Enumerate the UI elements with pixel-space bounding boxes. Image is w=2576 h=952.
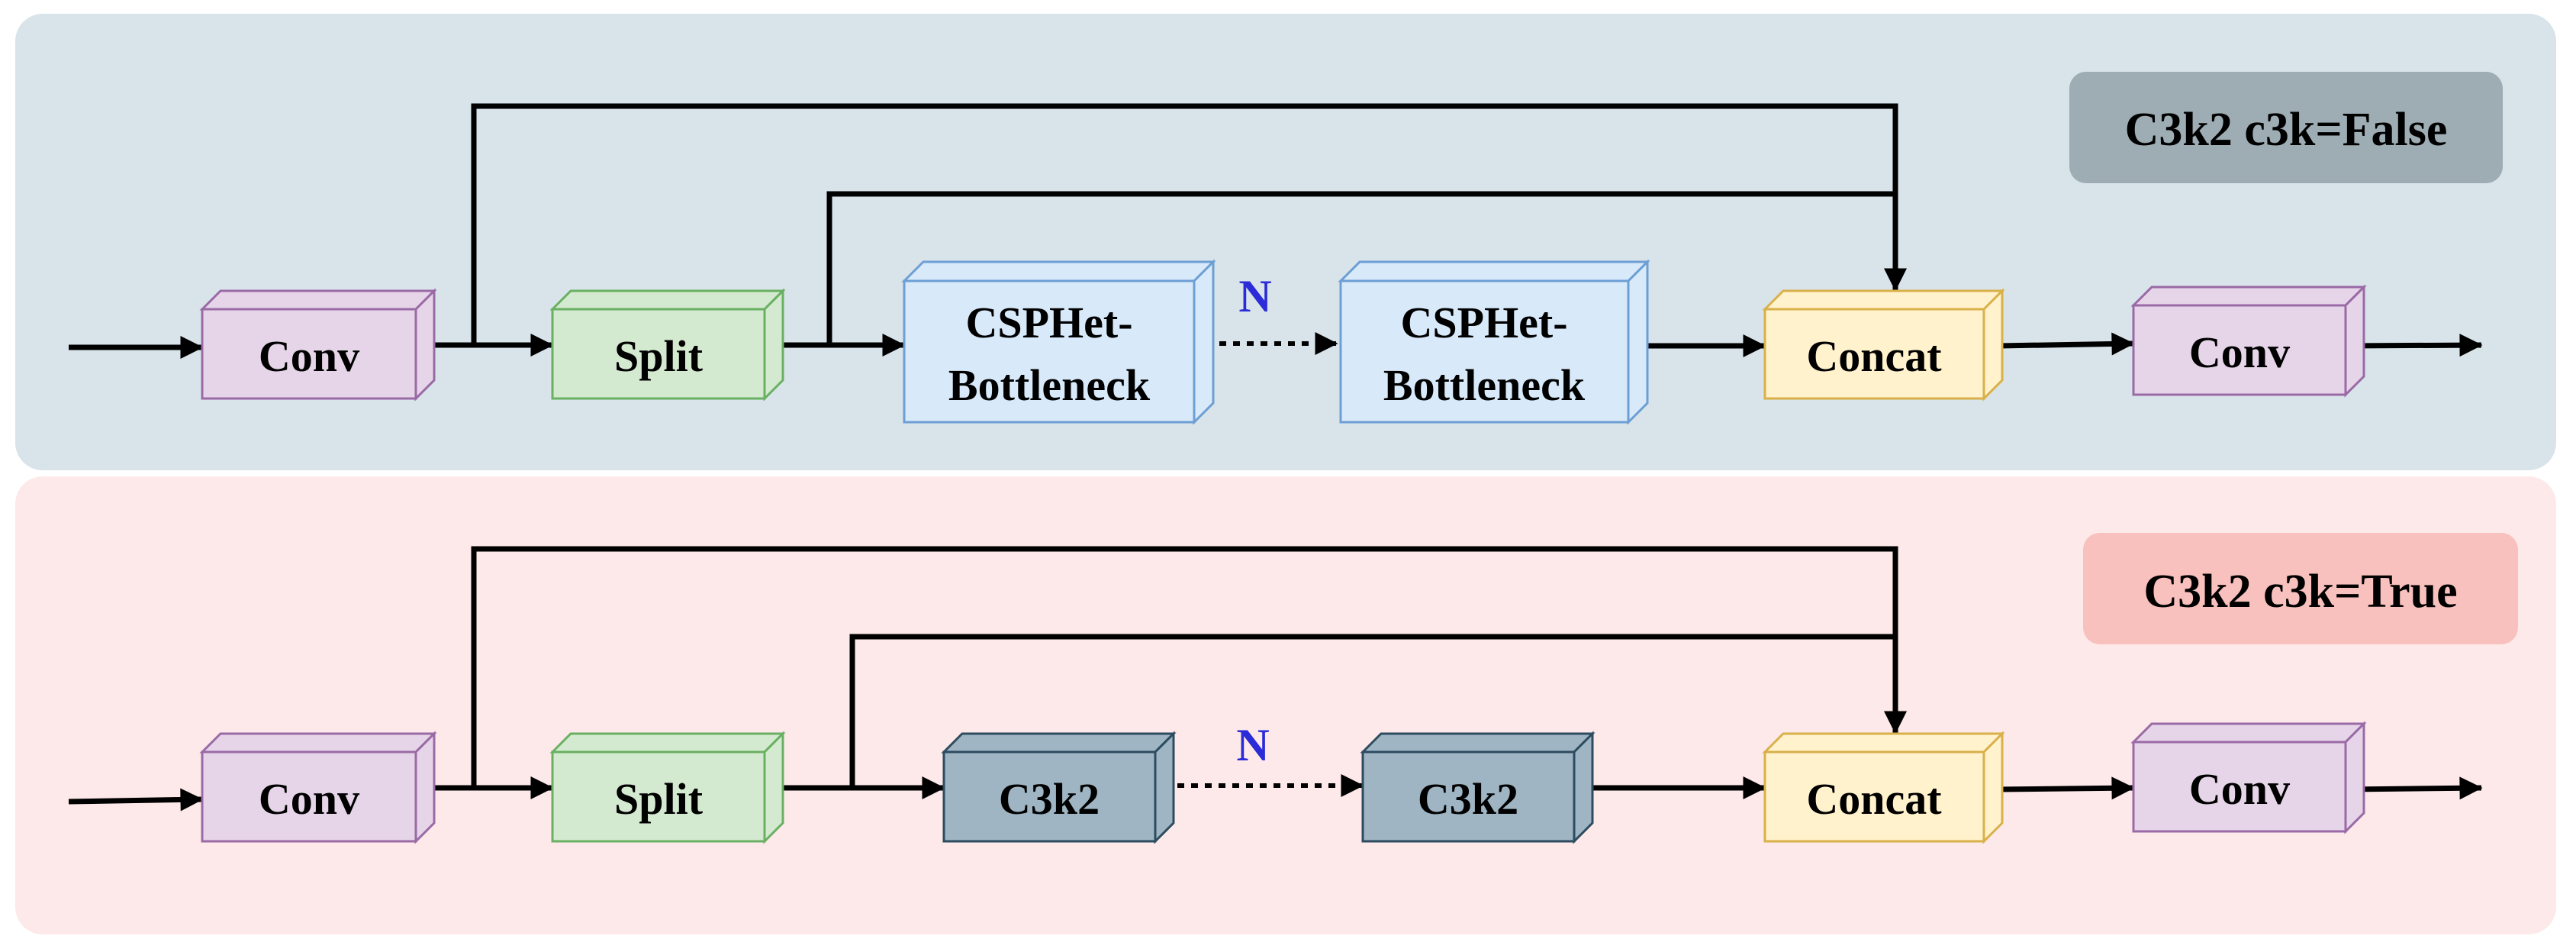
bottom-c3k2-1-label: C3k2 <box>999 774 1100 824</box>
top-conv-in-block: Conv <box>199 288 437 402</box>
top-split-block: Split <box>549 288 786 402</box>
top-repeat-label: N <box>1238 271 1271 321</box>
top-bottleneck-2-label-line1: CSPHet- <box>1400 298 1567 347</box>
bottom-c3k2-2-block: C3k2 <box>1360 731 1596 844</box>
top-conv-in-label: Conv <box>259 331 359 381</box>
top-bottleneck-2-label-line2: Bottleneck <box>1383 360 1586 410</box>
bottom-repeat-label: N <box>1236 720 1269 770</box>
bottom-concat-label: Concat <box>1806 774 1942 824</box>
bottom-row: Conv Split C3k2 C3k2 Concat <box>68 546 2483 844</box>
top-concat-block: Concat <box>1762 288 2005 402</box>
top-split-label: Split <box>614 331 704 381</box>
top-concat-label: Concat <box>1806 331 1942 381</box>
bottom-split-label: Split <box>614 774 704 824</box>
bottom-skip-connection-inner <box>849 634 1907 788</box>
top-skip-connection-inner <box>826 191 1907 345</box>
top-bottleneck-1-block: CSPHet- Bottleneck <box>901 259 1216 425</box>
bottom-split-block: Split <box>549 731 786 844</box>
top-conv-out-block: Conv <box>2130 284 2367 398</box>
badge-top-label: C3k2 c3k=False <box>2125 104 2448 156</box>
bottom-output-arrow <box>2348 776 2483 800</box>
top-conv-out-label: Conv <box>2189 328 2290 377</box>
bottom-conv-in-block: Conv <box>199 731 437 844</box>
badge-bottom <box>2083 533 2518 644</box>
bottom-conv-out-label: Conv <box>2189 764 2290 814</box>
bottom-input-arrow <box>68 788 204 812</box>
top-row: Conv Split CSPHet- Bottleneck CSPHet- Bo… <box>69 103 2483 425</box>
top-output-arrow <box>2348 334 2483 357</box>
top-bottleneck-2-block: CSPHet- Bottleneck <box>1338 259 1650 425</box>
top-bottleneck-1-label-line2: Bottleneck <box>948 360 1151 410</box>
top-bottleneck-1-label-line1: CSPHet- <box>965 298 1132 347</box>
badge-top <box>2069 72 2503 183</box>
bottom-concat-block: Concat <box>1762 731 2005 844</box>
top-concat-to-conv-arrow <box>1998 332 2135 356</box>
bottom-c3k2-1-block: C3k2 <box>941 731 1177 844</box>
bottom-conv-out-block: Conv <box>2130 721 2367 834</box>
bottom-c3k2-2-label: C3k2 <box>1418 774 1518 824</box>
bottom-concat-to-conv-arrow <box>1998 776 2135 800</box>
bottom-conv-in-label: Conv <box>259 774 359 824</box>
badge-bottom-label: C3k2 c3k=True <box>2143 566 2457 618</box>
